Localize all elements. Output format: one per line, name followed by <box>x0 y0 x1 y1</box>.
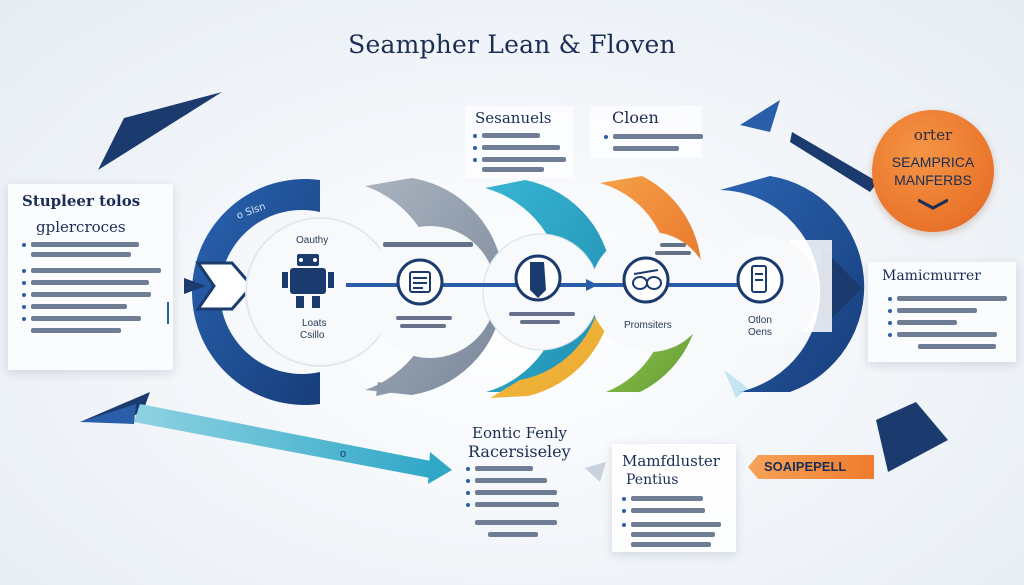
stage1-bottom-label-1: Loats <box>302 318 327 329</box>
supplier-panel-title: Stupleer tolos <box>22 192 141 210</box>
goggles-icon <box>622 256 670 304</box>
stage5-label-1: Otlon <box>748 315 772 326</box>
bottom-teal-arrow <box>134 404 436 478</box>
clipboard-icon <box>736 256 784 304</box>
bottom-box-a: Eontic Fenly Racersiseley <box>462 424 582 544</box>
bottom-box-a-title: Eontic Fenly <box>472 424 568 442</box>
supplier-panel-subtitle: gplercroces <box>36 218 126 236</box>
decorative-chevron <box>98 92 222 170</box>
orange-tag-label: SOAIPEPELL <box>764 459 847 474</box>
top-box-b: Cloen <box>590 106 703 158</box>
bottom-arrowhead-right <box>876 402 948 472</box>
decorative-arrow-stroke <box>790 132 878 192</box>
manufacturer-panel: Mamicmurrer <box>868 262 1016 362</box>
badge-line2: SEAMPRICA <box>891 154 975 170</box>
manufacturer-panel-title: Mamicmurrer <box>882 268 981 284</box>
stage1-arc <box>192 179 320 405</box>
badge-line1: orter <box>913 126 953 144</box>
stage1-top-label: Oauthy <box>296 235 329 246</box>
bottom-box-b-title: Mamfdluster <box>622 452 720 470</box>
badge-chevron-icon <box>918 198 948 210</box>
pencil-icon <box>514 254 562 302</box>
bottom-box-a-subtitle: Racersiseley <box>468 442 571 461</box>
top-box-a: Sesanuels <box>465 106 573 178</box>
orange-badge: orter SEAMPRICA MANFERBS <box>872 110 994 232</box>
top-box-a-title: Sesanuels <box>475 109 552 127</box>
decorative-arrowhead <box>740 100 780 132</box>
document-icon <box>396 258 444 306</box>
stage5-label-2: Oens <box>748 327 772 338</box>
bottom-box-b-subtitle: Pentius <box>626 472 679 488</box>
diagram-title: Seampher Lean & Floven <box>348 30 676 59</box>
bottom-box-b: Mamfdluster Pentius <box>612 444 736 552</box>
orange-tag: SOAIPEPELL <box>748 455 874 479</box>
stage1-bottom-label-2: Csillo <box>300 330 325 341</box>
top-box-b-title: Cloen <box>612 108 659 127</box>
badge-line3: MANFERBS <box>894 172 972 188</box>
supplier-panel: Stupleer tolos gplercroces <box>8 184 173 370</box>
stage4-label: Promsiters <box>624 320 672 331</box>
stage3-arc <box>485 180 613 392</box>
robot-icon <box>282 254 334 308</box>
stage5-arc <box>720 176 865 392</box>
arrow-label: o <box>340 448 347 460</box>
input-chevron <box>195 261 254 311</box>
